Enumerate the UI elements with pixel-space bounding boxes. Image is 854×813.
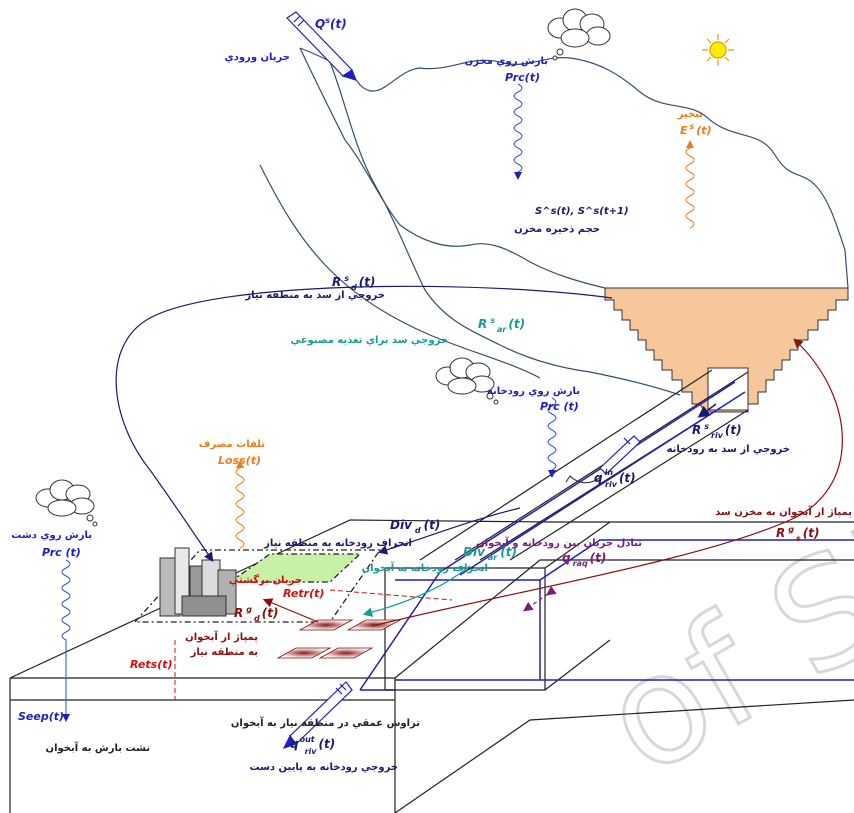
river-precip-label: بارش روي رودخانه bbox=[487, 386, 580, 397]
inflow-symbol: Qs(t) bbox=[315, 16, 347, 31]
cloud-icon bbox=[548, 9, 610, 60]
sun-icon bbox=[702, 34, 734, 66]
seepage-symbol: Seep(t) bbox=[18, 710, 64, 723]
seepage-label: نشت بارش به آبخوان bbox=[46, 741, 150, 754]
return-flow-symbol: Retr(t) bbox=[283, 587, 324, 600]
plain-precip-symbol: Prc (t) bbox=[42, 546, 81, 559]
exchange-label: تبادل جريان بين رودخانه و آبخوان bbox=[476, 536, 642, 549]
diversion-aquifer-label: انحراف رودخانه به آبخوان bbox=[362, 561, 488, 574]
pumping-demand-label-2: به منطقه نياز bbox=[190, 647, 258, 658]
evaporation-label: تبخير bbox=[677, 109, 704, 120]
pumping-demand-label-1: پمپاژ از آبخوان bbox=[185, 630, 258, 643]
storage-label: حجم ذخيره مخزن bbox=[514, 224, 600, 235]
deep-percolation-label: تراوش عمقي در منطقه نياز به آبخوان bbox=[231, 716, 420, 729]
reservoir-precip-label: بارش روي مخزن bbox=[465, 56, 548, 67]
reservoir-precip-wave bbox=[514, 84, 522, 178]
release-recharge-label: خروجي سد براي تغذيه مصنوعي bbox=[291, 335, 448, 346]
diversion-demand-label: انحراف رودخانه به منطقه نياز bbox=[263, 538, 412, 549]
city-buildings bbox=[160, 548, 236, 616]
valley-line bbox=[260, 165, 540, 378]
evaporation-wave bbox=[686, 142, 694, 228]
release-river-label: خروجي از سد به رودخانه bbox=[667, 444, 790, 455]
river-outflow-label: خروجي رودخانه به پايين دست bbox=[250, 762, 399, 773]
plain-precip-wave bbox=[62, 560, 70, 720]
plain-precip-label: بارش روي دشت bbox=[11, 530, 92, 541]
release-demand-arrow bbox=[116, 286, 612, 560]
return-flow-label: جريان برگشتي bbox=[229, 573, 302, 586]
reservoir-precip-symbol: Prc(t) bbox=[505, 71, 540, 84]
inflow-label: جريان ورودي bbox=[225, 52, 290, 63]
cloud-icon bbox=[36, 480, 97, 526]
gw-to-reservoir-label: پمپاژ از آبخوان به مخزن سد bbox=[715, 505, 852, 518]
catchment-inner bbox=[300, 48, 605, 288]
loss-label: تلفات مصرف bbox=[199, 439, 265, 450]
pump-pads bbox=[278, 620, 400, 658]
loss-wave bbox=[236, 462, 244, 548]
loss-symbol: Loss(t) bbox=[218, 454, 261, 467]
deep-percolation-symbol: Rets(t) bbox=[130, 658, 173, 671]
catchment-outline bbox=[300, 48, 848, 288]
storage-symbol: S^s(t), S^s(t+1) bbox=[535, 206, 629, 217]
release-demand-label: خروجي از سد به منطقه نياز bbox=[244, 290, 385, 301]
watermark: of SID bbox=[576, 435, 854, 809]
cloud-icon bbox=[436, 358, 498, 404]
river-precip-symbol: Prc (t) bbox=[540, 400, 579, 413]
